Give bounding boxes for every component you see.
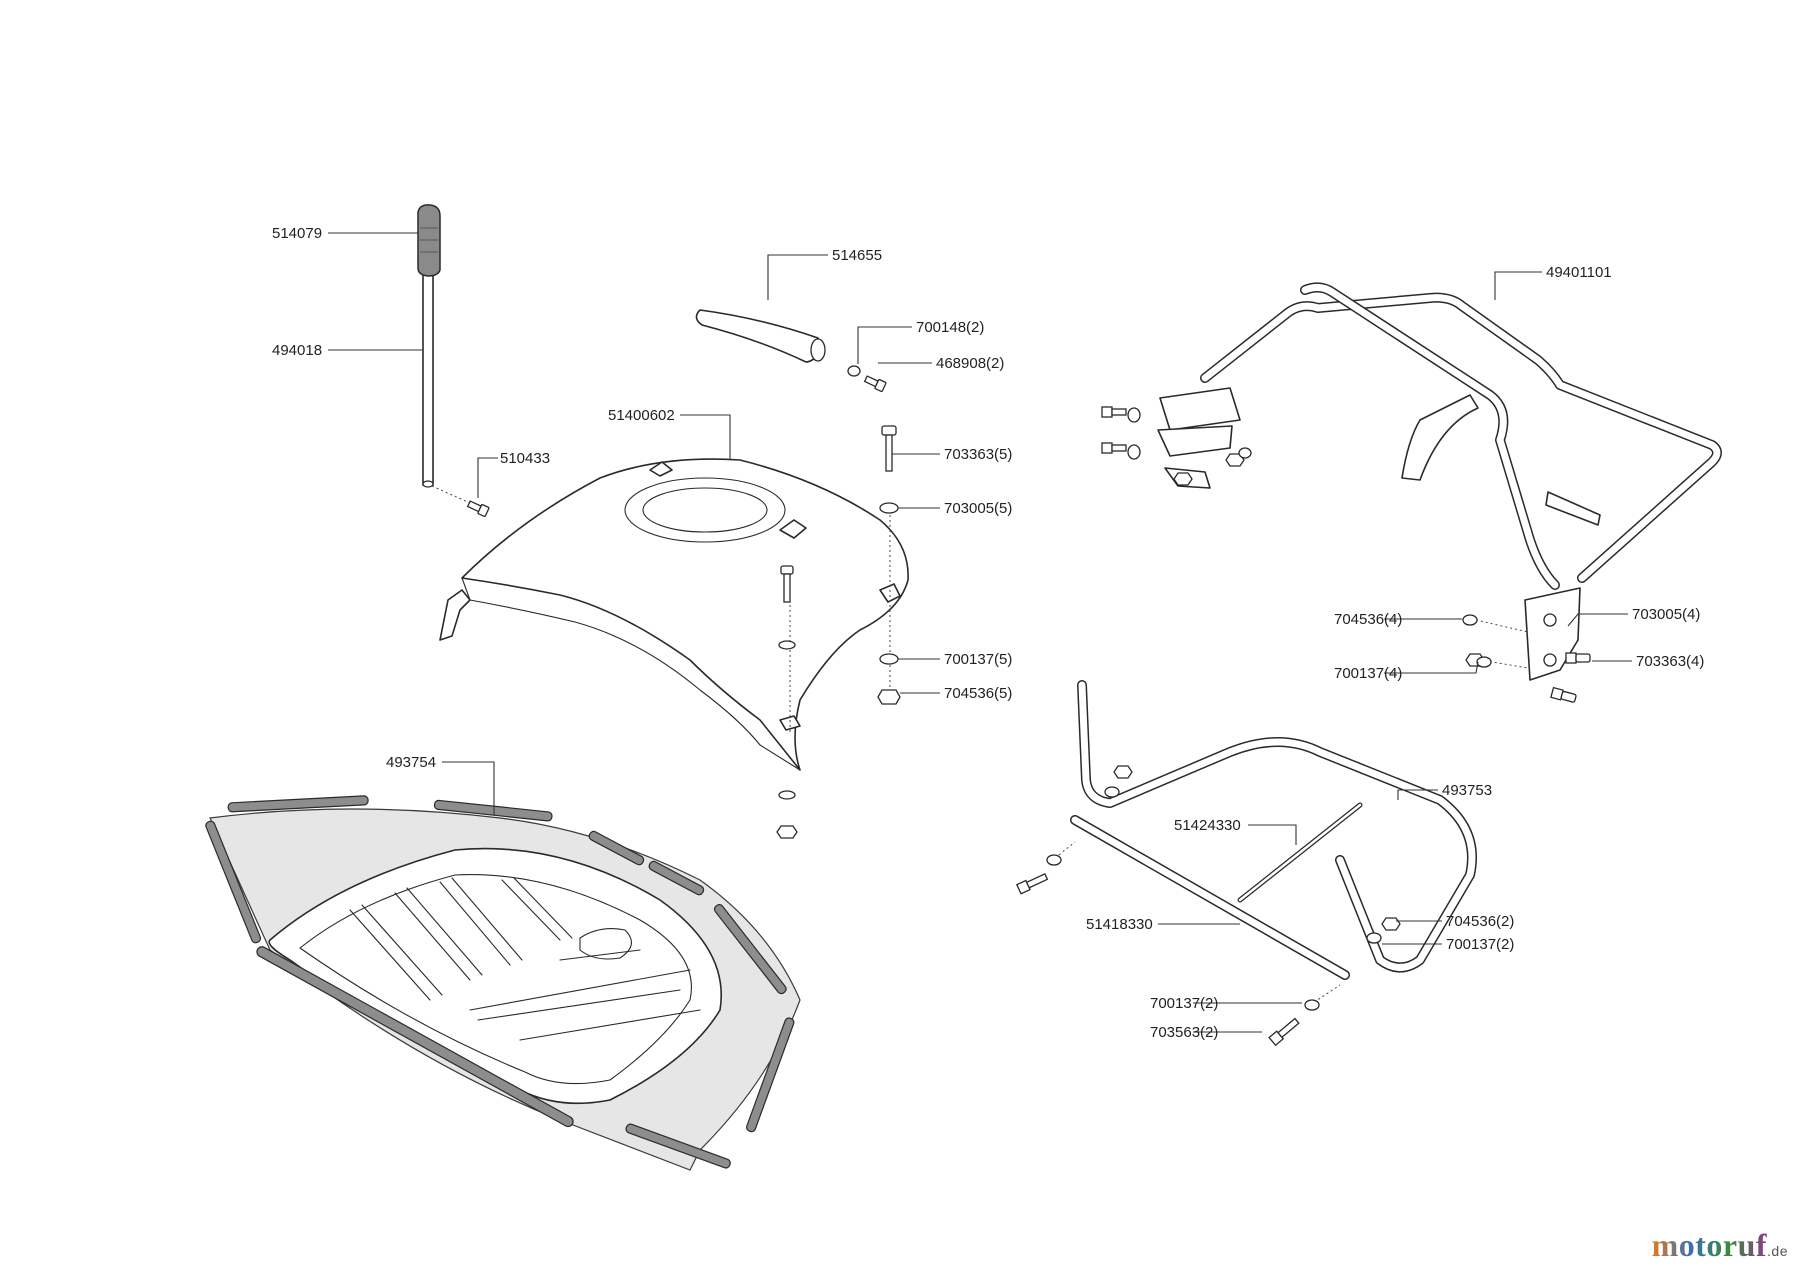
frame-right-plate bbox=[1524, 587, 1581, 681]
hood-side-tab bbox=[879, 583, 901, 603]
hood-bottom-tab bbox=[779, 715, 801, 731]
brand-tld: .de bbox=[1767, 1243, 1788, 1259]
bolt-703363-shank bbox=[885, 434, 893, 472]
washer-700148 bbox=[847, 365, 861, 377]
rod-51424330-fill bbox=[1238, 803, 1362, 902]
frame-right-hardware bbox=[1462, 614, 1591, 703]
label-493754: 493754 bbox=[386, 754, 436, 771]
hood-recess-inner bbox=[642, 487, 768, 533]
right-plate-hole-2 bbox=[1543, 653, 1557, 667]
bolt-left-stack bbox=[776, 565, 798, 839]
grass-bag-493754 bbox=[205, 795, 801, 1171]
screw-468908 bbox=[863, 375, 887, 393]
brand-watermark: motoruf.de bbox=[1652, 1227, 1788, 1264]
hood-front-edge bbox=[461, 577, 801, 771]
frame-left-screws bbox=[1101, 406, 1252, 486]
label-51424330: 51424330 bbox=[1174, 817, 1241, 834]
label-700137-2-right: 700137(2) bbox=[1446, 936, 1514, 953]
bag-frame-rails bbox=[205, 795, 795, 1169]
frame-cross-brace bbox=[1401, 394, 1479, 481]
frame-inner-tube-fill bbox=[1301, 283, 1559, 589]
label-700137-5: 700137(5) bbox=[944, 651, 1012, 668]
hood-recess bbox=[624, 477, 786, 543]
label-510433: 510433 bbox=[500, 450, 550, 467]
washer-703005 bbox=[879, 502, 899, 514]
right-plate-hole-1 bbox=[1543, 613, 1557, 627]
frame-tube-fill bbox=[1201, 294, 1721, 582]
label-704536-4: 704536(4) bbox=[1334, 611, 1402, 628]
lower-frame-hardware bbox=[1015, 765, 1401, 1047]
pad-end bbox=[810, 338, 826, 362]
hood-shell bbox=[461, 458, 909, 771]
washer-700137 bbox=[879, 653, 899, 665]
lower-frame-493753 bbox=[1015, 680, 1477, 1047]
frame-tube-outline bbox=[1200, 292, 1722, 583]
bag-tray-ribs bbox=[349, 877, 701, 1041]
label-703363-4: 703363(4) bbox=[1636, 653, 1704, 670]
label-700137-2-bottom: 700137(2) bbox=[1150, 995, 1218, 1012]
label-703005-4: 703005(4) bbox=[1632, 606, 1700, 623]
frame-49401101 bbox=[1101, 282, 1722, 703]
frame-left-plate-bottom bbox=[1157, 425, 1233, 457]
hood-left-hinge bbox=[439, 589, 471, 641]
rod-end bbox=[422, 480, 434, 488]
bag-tray-handle-slot bbox=[579, 928, 632, 960]
label-703005-5: 703005(5) bbox=[944, 500, 1012, 517]
brand-logo-text: motoruf bbox=[1651, 1227, 1768, 1263]
label-51418330: 51418330 bbox=[1086, 916, 1153, 933]
cross-rod-51418330-fill bbox=[1071, 816, 1349, 979]
hood-bracket-left bbox=[649, 461, 673, 477]
label-51400602: 51400602 bbox=[608, 407, 675, 424]
label-700137-4: 700137(4) bbox=[1334, 665, 1402, 682]
hood-bracket-right bbox=[779, 519, 807, 539]
label-493753: 493753 bbox=[1442, 782, 1492, 799]
handle-assembly bbox=[417, 204, 490, 518]
label-704536-2: 704536(2) bbox=[1446, 913, 1514, 930]
lower-frame-tube-fill bbox=[1078, 681, 1476, 971]
screw-alignment-line bbox=[431, 485, 471, 504]
label-704536-5: 704536(5) bbox=[944, 685, 1012, 702]
label-700148: 700148(2) bbox=[916, 319, 984, 336]
hood-51400602 bbox=[439, 458, 909, 839]
hood-hardware-column bbox=[877, 425, 901, 705]
foam-pad-assembly bbox=[695, 309, 887, 393]
label-703563-2: 703563(2) bbox=[1150, 1024, 1218, 1041]
label-514655: 514655 bbox=[832, 247, 882, 264]
nut-704536 bbox=[877, 689, 901, 705]
label-514079: 514079 bbox=[272, 225, 322, 242]
label-494018: 494018 bbox=[272, 342, 322, 359]
grip-texture bbox=[420, 227, 438, 253]
label-703363-5: 703363(5) bbox=[944, 446, 1012, 463]
foam-pad bbox=[695, 309, 823, 363]
part-labels: 514079 494018 510433 514655 700148(2) 46… bbox=[272, 225, 1704, 1041]
bag-tray-inner bbox=[299, 874, 692, 1085]
frame-left-plate-top bbox=[1159, 387, 1241, 431]
frame-rear-bracket bbox=[1545, 491, 1601, 526]
screw-510433 bbox=[466, 500, 490, 518]
bolt-703363-head bbox=[881, 425, 897, 436]
label-468908: 468908(2) bbox=[936, 355, 1004, 372]
leader-lines bbox=[328, 232, 1632, 1033]
label-49401101: 49401101 bbox=[1546, 264, 1612, 281]
